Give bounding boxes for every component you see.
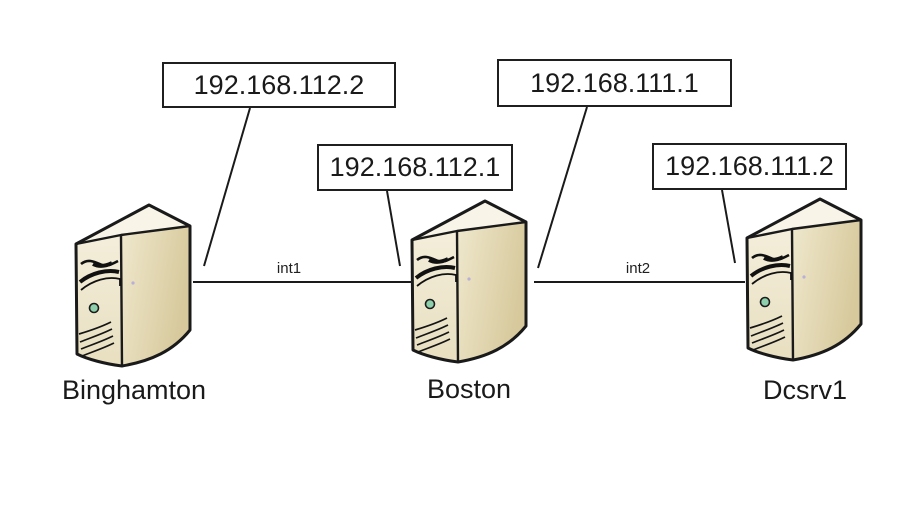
interface-label-int1: int1 (276, 260, 302, 277)
node-label-binghamton: Binghamton (61, 375, 207, 405)
server-tower-icon-dcsrv1 (744, 197, 865, 364)
ip-address-box-4: 192.168.111.2 (652, 143, 847, 190)
interface-label-int2: int2 (625, 260, 651, 277)
ip-address-box-1: 192.168.112.2 (162, 62, 396, 108)
leader-line-ip2 (386, 190, 401, 267)
node-label-dcsrv1: Dcsrv1 (762, 375, 847, 405)
leader-line-ip1 (203, 107, 251, 267)
ip-address-box-2: 192.168.112.1 (317, 144, 513, 191)
server-tower-icon-binghamton (73, 203, 194, 370)
leader-line-ip4 (721, 189, 736, 264)
server-tower-icon-boston (409, 199, 530, 366)
node-label-boston: Boston (426, 374, 512, 404)
ip-address-box-3: 192.168.111.1 (497, 59, 732, 107)
leader-line-ip3 (537, 106, 588, 269)
